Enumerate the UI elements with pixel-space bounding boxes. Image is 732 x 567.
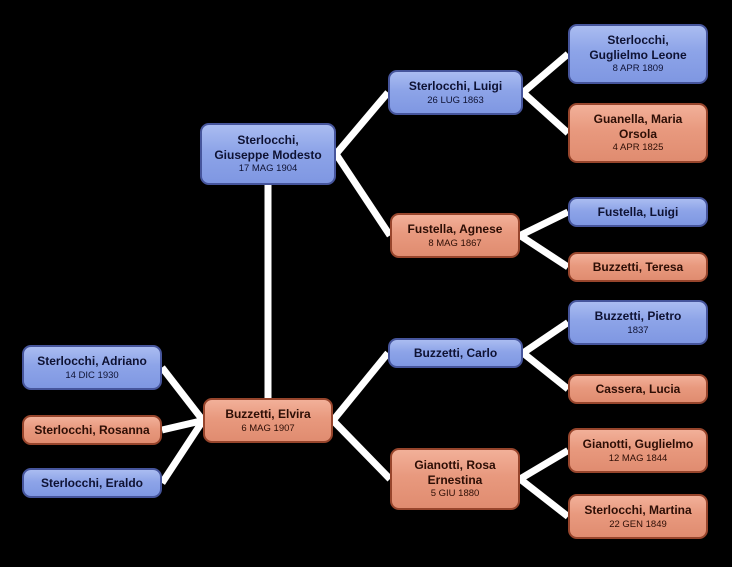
connection-line-agnese-fustella_luigi (518, 208, 570, 239)
person-box-teresa[interactable]: Buzzetti, Teresa (568, 252, 708, 282)
person-name: Sterlocchi, Martina (584, 502, 692, 517)
person-birthdate: 8 APR 1809 (612, 63, 664, 75)
person-box-eraldo[interactable]: Sterlocchi, Eraldo (22, 468, 162, 498)
connection-line-giuseppe-agnese (333, 152, 393, 238)
connection-line-carlo-pietro (521, 319, 570, 356)
connection-line-elvira-eraldo (159, 418, 206, 485)
person-name: Cassera, Lucia (595, 381, 681, 396)
person-birthdate: 8 MAG 1867 (428, 237, 482, 249)
connection-line-elvira-rosanna (161, 417, 204, 434)
person-birthdate: 1837 (627, 324, 649, 336)
person-box-carlo[interactable]: Buzzetti, Carlo (388, 338, 523, 368)
person-name: Guanella, Maria Orsola (593, 112, 683, 141)
person-name: Sterlocchi, Eraldo (40, 475, 144, 490)
person-name: Sterlocchi, Adriano (37, 353, 147, 368)
connection-line-elvira-rosa (330, 418, 393, 482)
person-name: Sterlocchi, Guglielmo Leone (589, 33, 687, 62)
person-birthdate: 14 DIC 1930 (65, 369, 119, 381)
person-birthdate: 6 MAG 1907 (241, 422, 295, 434)
person-name: Sterlocchi, Luigi (408, 78, 503, 93)
person-birthdate: 17 MAG 1904 (238, 163, 298, 175)
person-box-rosanna[interactable]: Sterlocchi, Rosanna (22, 415, 162, 445)
person-birthdate: 4 APR 1825 (612, 142, 664, 154)
connection-line-elvira-carlo (330, 350, 391, 423)
connection-line-luigi-guanella (520, 89, 571, 136)
person-name: Gianotti, Guglielmo (582, 436, 694, 451)
person-birthdate: 26 LUG 1863 (427, 94, 484, 106)
person-box-fustella_luigi[interactable]: Fustella, Luigi (568, 197, 708, 227)
person-birthdate: 12 MAG 1844 (608, 452, 668, 464)
connection-line-carlo-cassera (520, 350, 571, 392)
connection-line-agnese-teresa (518, 232, 570, 270)
person-name: Fustella, Luigi (597, 204, 679, 219)
connection-line-luigi-guglielmo_leone (520, 51, 571, 96)
connection-line-elvira-adriano (159, 365, 206, 423)
connection-line-rosa-gianotti_guglielmo (518, 447, 570, 483)
connection-line-giuseppe-luigi (333, 90, 391, 157)
person-name: Buzzetti, Carlo (413, 345, 498, 360)
person-name: Fustella, Agnese (407, 221, 503, 236)
person-name: Buzzetti, Elvira (225, 406, 311, 421)
person-name: Gianotti, Rosa Ernestina (414, 458, 496, 487)
person-name: Buzzetti, Pietro (594, 308, 682, 323)
connection-line-rosa-martina (517, 476, 571, 520)
person-name: Sterlocchi, Giuseppe Modesto (214, 133, 322, 162)
person-name: Sterlocchi, Rosanna (34, 422, 150, 437)
person-box-cassera[interactable]: Cassera, Lucia (568, 374, 708, 404)
person-birthdate: 22 GEN 1849 (609, 518, 667, 530)
person-name: Buzzetti, Teresa (592, 259, 684, 274)
person-birthdate: 5 GIU 1880 (430, 488, 480, 500)
